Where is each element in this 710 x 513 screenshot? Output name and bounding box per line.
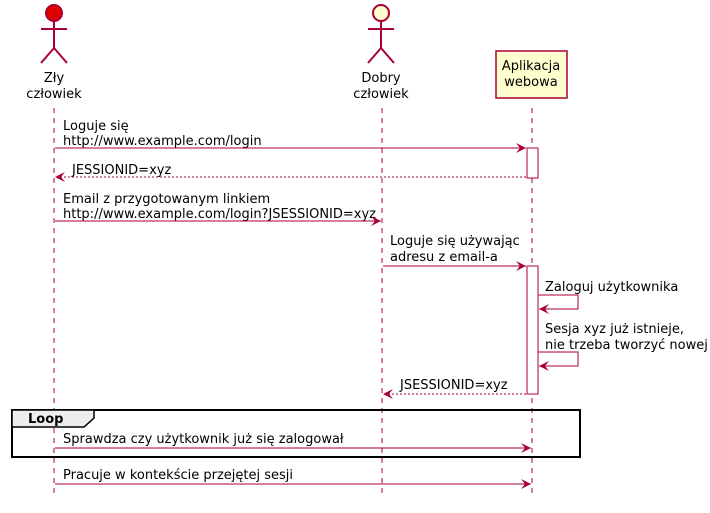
message-6-arrow [538, 351, 579, 371]
message-3-label-1: Email z przygotowanym linkiem [63, 192, 270, 207]
message-2-label: JESSIONID=xyz [71, 163, 171, 178]
message-5-arrow [538, 294, 579, 314]
actor-dobry [367, 4, 395, 64]
activation-app-2 [526, 265, 539, 395]
participant-app-label-2: webowa [504, 75, 557, 90]
message-6-label-2: nie trzeba tworzyć nowej [545, 338, 708, 353]
message-6-label-1: Sesja xyz już istnieje, [545, 322, 684, 337]
participant-app-box [495, 50, 568, 99]
activation-app-1 [526, 147, 539, 179]
actor-zly-head [45, 4, 63, 22]
actor-zly [40, 4, 68, 64]
actor-dobry-label-1: Dobry [361, 71, 401, 86]
message-1-label-1: Loguje się [63, 119, 129, 134]
participant-app-label-1: Aplikacja [502, 59, 560, 74]
message-4-label-2: adresu z email-a [390, 250, 498, 265]
actor-dobry-label-2: człowiek [353, 87, 409, 102]
loop-frame [11, 409, 581, 458]
message-9-label: Pracuje w kontekście przejętej sesji [63, 468, 293, 483]
message-1-label-2: http://www.example.com/login [63, 134, 262, 149]
message-4-label-1: Loguje się używając [390, 234, 520, 249]
message-8-label: Sprawdza czy użytkownik już się zalogowa… [63, 432, 344, 447]
actor-zly-label-1: Zły [44, 71, 65, 86]
actor-zly-label-2: człowiek [26, 87, 82, 102]
actor-dobry-head [372, 4, 390, 22]
message-5-label: Zaloguj użytkownika [545, 280, 678, 295]
message-3-label-2: http://www.example.com/login?JSESSIONID=… [63, 207, 376, 222]
loop-tab [11, 409, 95, 428]
message-7-label: JSESSIONID=xyz [399, 378, 508, 393]
loop-label: Loop [28, 412, 63, 427]
